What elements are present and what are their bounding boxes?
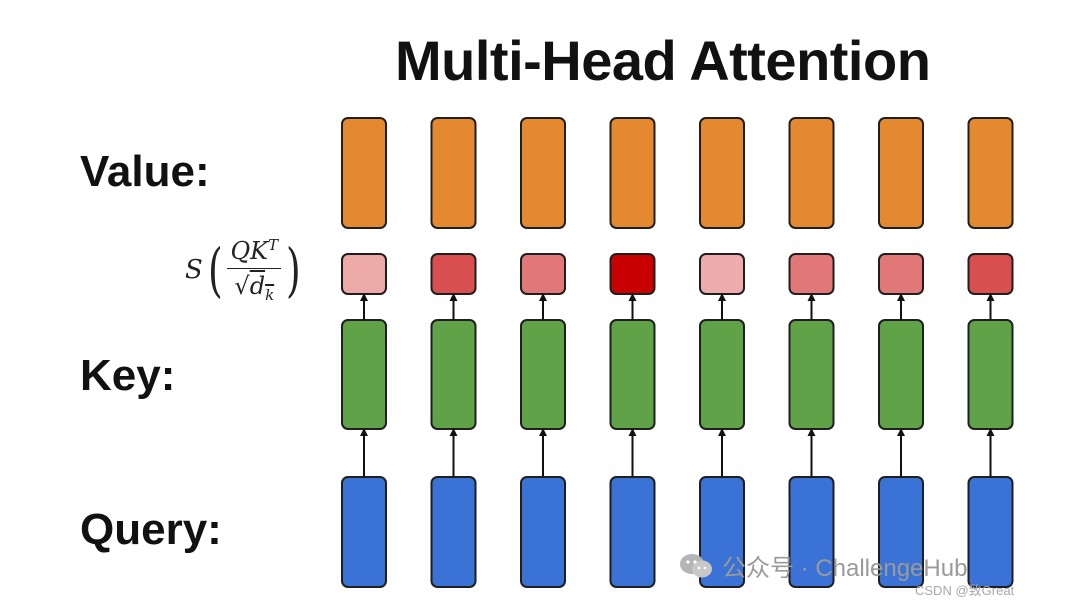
formula-numerator: QKT: [227, 236, 282, 269]
formula-dk: dk: [249, 272, 274, 304]
value-vector-6: [788, 117, 835, 229]
value-row-label: Value:: [80, 147, 210, 196]
formula-k: K: [250, 237, 269, 265]
key-vector-8: [967, 319, 1014, 430]
formula-softmax-symbol: S: [185, 254, 203, 285]
watermark: 公众号 · ChallengeHub: [678, 548, 967, 583]
formula-fraction: QKT √dk: [227, 236, 282, 304]
value-vector-2: [430, 117, 477, 229]
formula-d: d: [249, 272, 266, 300]
watermark-text: 公众号 · ChallengeHub: [722, 555, 968, 582]
query-vector-8: [967, 476, 1014, 588]
formula-right-paren: ): [286, 235, 301, 304]
csdn-credit: CSDN @致Great: [915, 583, 1015, 598]
formula-transpose: T: [268, 236, 279, 254]
formula-q: Q: [230, 237, 251, 265]
attention-score-3: [520, 253, 566, 295]
formula-denominator: √dk: [234, 269, 274, 304]
attention-formula: S ( QKT √dk ): [185, 236, 306, 304]
key-vector-7: [878, 319, 924, 430]
query-vector-2: [430, 476, 477, 588]
value-vector-4: [609, 117, 656, 229]
key-vector-1: [341, 319, 387, 430]
query-row-label: Query:: [80, 505, 222, 554]
attention-score-4: [609, 253, 656, 295]
key-vector-5: [699, 319, 745, 430]
value-vector-8: [967, 117, 1014, 229]
formula-k-sub: k: [265, 285, 275, 304]
value-vector-5: [699, 117, 745, 229]
key-vector-6: [788, 319, 835, 430]
attention-score-8: [967, 253, 1014, 295]
attention-score-7: [878, 253, 924, 295]
formula-left-paren: (: [207, 235, 223, 304]
attention-score-5: [699, 253, 745, 295]
formula-sqrt: √: [234, 272, 250, 300]
query-vector-3: [520, 476, 566, 588]
wechat-icon: [680, 553, 712, 577]
attention-score-2: [430, 253, 477, 295]
key-row-label: Key:: [80, 351, 176, 400]
key-vector-3: [520, 319, 566, 430]
value-vector-7: [878, 117, 924, 229]
attention-score-6: [788, 253, 835, 295]
page-title: Multi-Head Attention: [395, 29, 931, 92]
key-vector-4: [609, 319, 656, 430]
key-vector-2: [430, 319, 477, 430]
query-vector-1: [341, 476, 387, 588]
value-vector-1: [341, 117, 387, 229]
query-vector-4: [609, 476, 656, 588]
attention-score-1: [341, 253, 387, 295]
value-vector-3: [520, 117, 566, 229]
